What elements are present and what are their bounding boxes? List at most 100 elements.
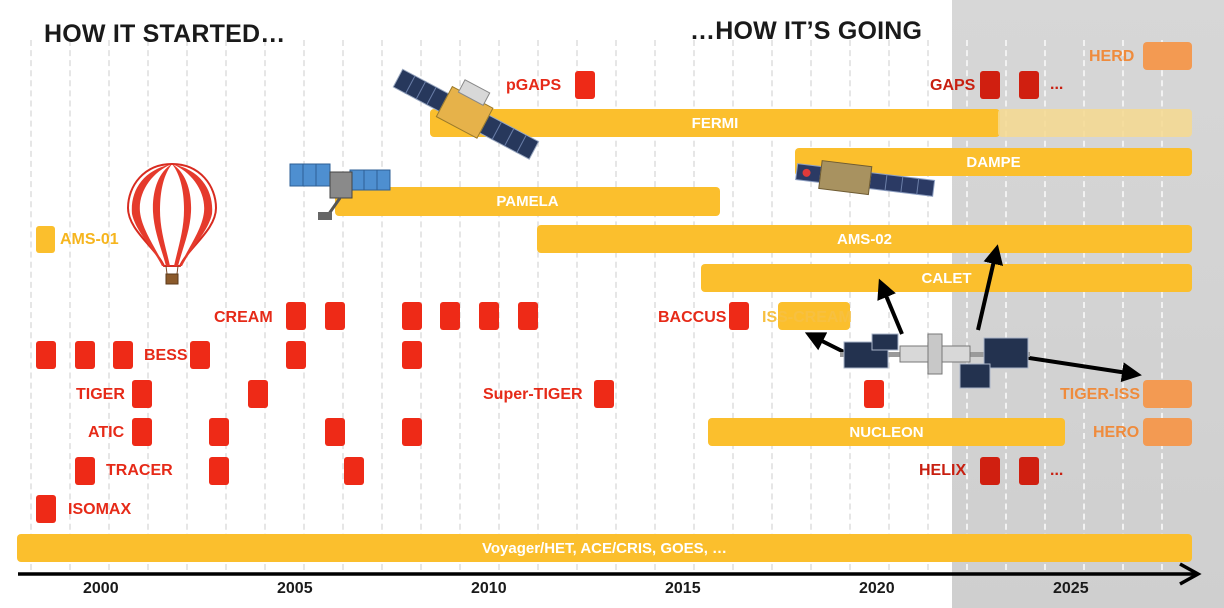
axis-tick-label: 2025 — [1053, 580, 1089, 597]
helix-continuation: ... — [1050, 462, 1064, 479]
grid-line — [69, 40, 71, 570]
label-iss-cream: ISS-CREAM — [762, 309, 852, 326]
block-tiger — [248, 380, 268, 408]
block-cream — [518, 302, 538, 330]
bar-nucleon: NUCLEON — [708, 418, 1065, 446]
bar-iss-cream — [778, 302, 850, 330]
grid-line — [498, 40, 500, 570]
label-helix: HELIX — [919, 462, 967, 479]
block-pgaps — [575, 71, 595, 99]
dampe-satellite-icon — [795, 160, 936, 197]
label-isomax: ISOMAX — [68, 501, 132, 518]
block-tracer — [75, 457, 95, 485]
iss-station-icon — [804, 244, 1142, 389]
heading-how-its-going: …HOW IT’S GOING — [690, 17, 923, 45]
grid-line — [849, 40, 851, 570]
block-helix — [1019, 457, 1039, 485]
axis-tick-label: 2000 — [83, 580, 119, 597]
label-gaps: GAPS — [930, 77, 976, 94]
grid-line — [108, 40, 110, 570]
block-tiger — [132, 380, 152, 408]
bar-pamela: PAMELA — [335, 187, 720, 216]
grid-line — [381, 40, 383, 570]
block-gaps — [980, 71, 1000, 99]
block-tracer — [344, 457, 364, 485]
block-cream — [440, 302, 460, 330]
grid-line — [264, 40, 266, 570]
grid-line — [966, 40, 968, 570]
axis-tick-label: 2005 — [277, 580, 313, 597]
gaps-continuation: ... — [1050, 76, 1064, 93]
bar-ams02: AMS-02 — [537, 225, 1192, 253]
block-isomax — [36, 495, 56, 523]
grid-line — [186, 40, 188, 570]
grid-line — [1044, 40, 1046, 570]
block-atic — [209, 418, 229, 446]
label-baccus: BACCUS — [658, 309, 727, 326]
block-cream — [402, 302, 422, 330]
label-bess: BESS — [144, 347, 188, 364]
block-cream — [286, 302, 306, 330]
axis-tick-label: 2010 — [471, 580, 507, 597]
bar-voyager: Voyager/HET, ACE/CRIS, GOES, … — [17, 534, 1192, 562]
block-gaps — [1019, 71, 1039, 99]
grid-line — [771, 40, 773, 570]
block-helix — [980, 457, 1000, 485]
block-bess — [286, 341, 306, 369]
grid-line — [1005, 40, 1007, 570]
label-tiger: TIGER — [76, 386, 125, 403]
label-hero: HERO — [1093, 424, 1140, 441]
label-pgaps: pGAPS — [506, 77, 562, 94]
block-cream — [479, 302, 499, 330]
axis-tick-label: 2020 — [859, 580, 895, 597]
grid-line — [459, 40, 461, 570]
label-cream: CREAM — [214, 309, 273, 326]
block-baccus — [729, 302, 749, 330]
grid-line — [537, 40, 539, 570]
label-ams01: AMS-01 — [60, 231, 119, 248]
heading-how-it-started: HOW IT STARTED… — [44, 20, 286, 48]
block-herd — [1143, 42, 1192, 70]
block-bess — [36, 341, 56, 369]
grid-line — [576, 40, 578, 570]
grid-line — [927, 40, 929, 570]
block-ams01 — [36, 226, 55, 253]
block-super-tiger — [864, 380, 884, 408]
grid-line — [654, 40, 656, 570]
bar-calet: CALET — [701, 264, 1192, 292]
block-tiger-iss — [1143, 380, 1192, 408]
label-herd: HERD — [1089, 48, 1135, 65]
time-axis-arrow — [18, 562, 1202, 586]
bar-fermi-extension — [998, 109, 1192, 137]
block-atic — [402, 418, 422, 446]
grid-line — [615, 40, 617, 570]
grid-line — [1161, 40, 1163, 570]
label-super-tiger: Super-TIGER — [483, 386, 583, 403]
block-bess — [402, 341, 422, 369]
label-tiger-iss: TIGER-ISS — [1060, 386, 1141, 403]
balloon-icon — [126, 162, 218, 285]
block-hero — [1143, 418, 1192, 446]
block-bess — [75, 341, 95, 369]
grid-line — [693, 40, 695, 570]
grid-line — [225, 40, 227, 570]
fermi-satellite-icon — [392, 68, 540, 160]
block-cream — [325, 302, 345, 330]
block-bess — [113, 341, 133, 369]
block-bess — [190, 341, 210, 369]
axis-tick-label: 2015 — [665, 580, 701, 597]
grid-line — [147, 40, 149, 570]
grid-line — [1122, 40, 1124, 570]
pamela-satellite-icon — [289, 163, 391, 220]
grid-line — [1083, 40, 1085, 570]
block-atic — [325, 418, 345, 446]
block-tracer — [209, 457, 229, 485]
block-super-tiger — [594, 380, 614, 408]
block-atic — [132, 418, 152, 446]
bar-fermi: FERMI — [430, 109, 1000, 137]
label-atic: ATIC — [88, 424, 125, 441]
label-tracer: TRACER — [106, 462, 173, 479]
future-shaded-region — [952, 0, 1224, 608]
grid-line — [30, 40, 32, 570]
